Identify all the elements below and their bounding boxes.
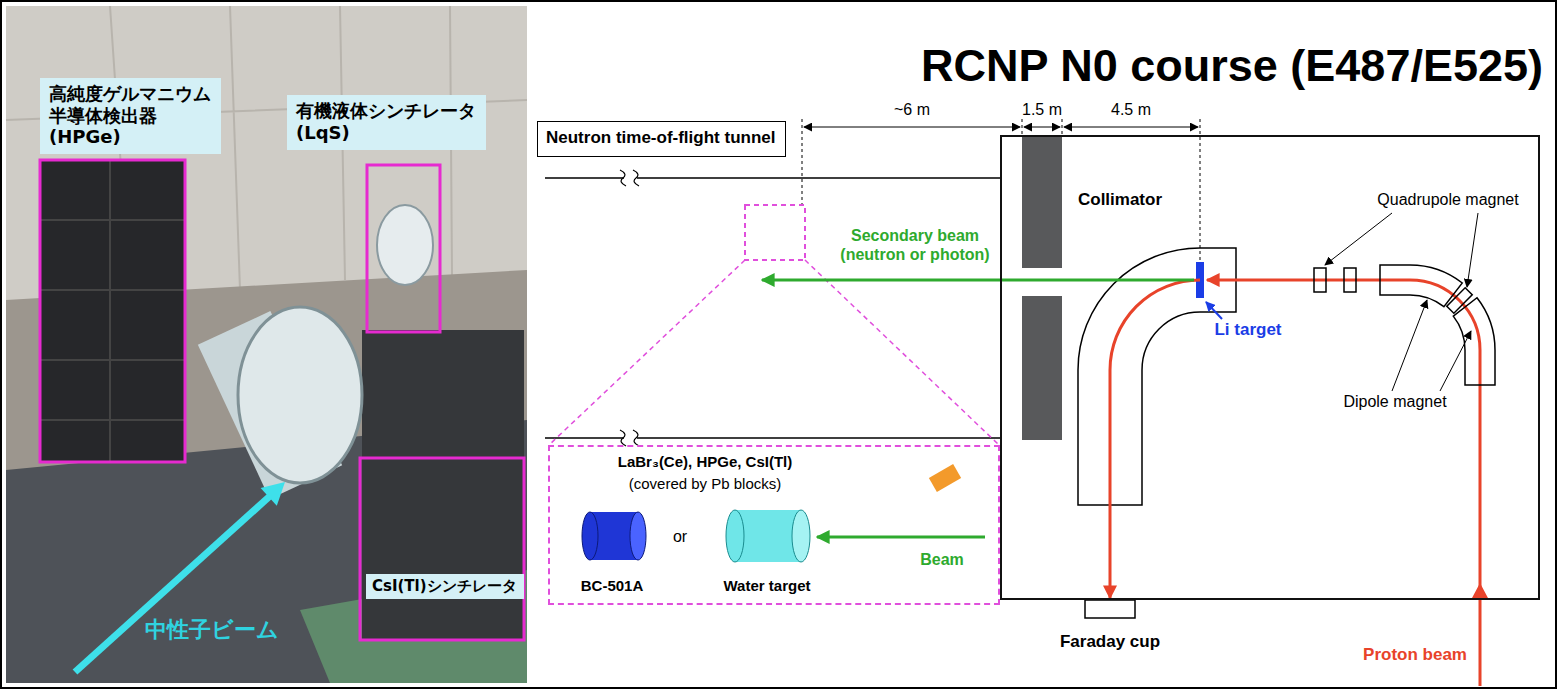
dimension-label: 1.5 m [1022, 100, 1062, 119]
experiment-photo [6, 6, 527, 683]
tunnel [545, 170, 1000, 446]
photo-csi-shield [362, 330, 524, 640]
photo-cylinder [238, 307, 362, 483]
photo-ground [6, 6, 527, 683]
text-holder: 中性子ビーム [145, 617, 279, 643]
part-label: LaBr₃(Ce), HPGe, CsI(Tl) [618, 453, 792, 471]
text-holder: Faraday cup [1060, 632, 1160, 652]
sweeper-magnet [1078, 248, 1236, 505]
beam-label: 中性子ビーム [145, 617, 279, 643]
leader-line [1325, 213, 1392, 265]
photo-lqs [377, 205, 433, 285]
text-holder: ~6 m [894, 100, 930, 119]
dimension-arrow [1064, 127, 1198, 128]
text-holder: BC-501A [581, 577, 644, 595]
water-end [726, 510, 744, 562]
leader-line [1467, 213, 1478, 287]
note-label: or [673, 527, 687, 546]
faraday-cup [1085, 600, 1135, 618]
neutron-beam-head [261, 482, 285, 506]
text-holder: LaBr₃(Ce), HPGe, CsI(Tl) [618, 453, 792, 471]
text-holder: Li target [1214, 320, 1281, 340]
photo-lead-blocks [40, 160, 185, 462]
text-holder: Collimator [1078, 190, 1162, 210]
part-label: BC-501A [581, 577, 644, 595]
water-body [735, 510, 801, 562]
beam-label: Proton beam [1363, 645, 1467, 665]
photo-lead-joints [40, 160, 185, 462]
bc501a-end [582, 512, 598, 560]
part-label: Water target [724, 577, 811, 595]
label-box: 高純度ゲルマニウム 半導体検出器(HPGe) [40, 78, 221, 154]
leader-line [1440, 331, 1471, 391]
text-holder: 4.5 m [1111, 100, 1151, 119]
part-label: Dipole magnet [1343, 392, 1446, 411]
beam-label: Secondary beam (neutron or photon) [828, 226, 1003, 264]
detector-spot [745, 205, 805, 260]
label-box: 有機液体シンチレータ (LqS) [287, 95, 486, 150]
dimension-arrow [1024, 127, 1060, 128]
proton-beam [1207, 280, 1480, 686]
beam-label: Beam [920, 550, 964, 569]
part-label: Collimator [1078, 190, 1162, 210]
dimension-label: 4.5 m [1111, 100, 1151, 119]
dimension-arrow [804, 127, 1020, 128]
text-holder: Quadrupole magnet [1377, 190, 1518, 209]
text-holder: Secondary beam (neutron or photon) [828, 226, 1003, 264]
text-holder: (covered by Pb blocks) [629, 475, 782, 493]
title: RCNP N0 course (E487/E525) [921, 39, 1543, 93]
detail-beam [817, 536, 985, 539]
part-label: Li target [1214, 320, 1281, 340]
water-face [792, 510, 810, 562]
text-holder: Water target [724, 577, 811, 595]
label-box: CsI(Tl)シンチレータ [366, 574, 524, 599]
collimator-block [1022, 296, 1062, 440]
proton-beam-head [1472, 583, 1488, 598]
neutron-beam-arrow [75, 496, 270, 672]
quadrupole [1314, 268, 1326, 292]
quadrupole [1344, 268, 1356, 292]
highlight-csi [360, 458, 524, 640]
text-holder: Dipole magnet [1343, 392, 1446, 411]
bc501a-face [630, 512, 646, 560]
highlight-lqs [367, 165, 440, 332]
photo-label: 有機液体シンチレータ (LqS) [296, 100, 476, 143]
text-holder: RCNP N0 course (E487/E525) [921, 39, 1543, 93]
leader-line [1392, 300, 1427, 391]
secondary-beam [762, 279, 1194, 282]
dimension-label: ~6 m [894, 100, 930, 119]
zoom-lines [549, 260, 999, 445]
room-outline: Collimator Li target Quadrupole magnetDipo… [1000, 135, 1540, 600]
text-holder: Proton beam [1363, 645, 1467, 665]
part-label: Faraday cup [1060, 632, 1160, 652]
quadrupole [1447, 288, 1472, 313]
photo-label: 高純度ゲルマニウム 半導体検出器(HPGe) [49, 83, 211, 148]
break-marks [620, 170, 639, 446]
photo-label: CsI(Tl)シンチレータ [372, 577, 518, 595]
highlight-hpge [40, 160, 185, 462]
text-holder: Beam [920, 550, 964, 569]
dipole [1453, 298, 1495, 385]
li-target-pointer [1206, 302, 1222, 319]
gamma-detector [929, 464, 961, 492]
swept-beam [1110, 280, 1200, 598]
part-label: Quadrupole magnet [1377, 190, 1518, 209]
text-holder: or [673, 527, 687, 546]
tunnel-box: Neutron time-of-flight tunnel [537, 121, 786, 157]
collimator-block [1022, 137, 1062, 268]
tunnel-walls [545, 178, 1000, 438]
note-label: (covered by Pb blocks) [629, 475, 782, 493]
dipole [1380, 265, 1462, 307]
text-holder: 1.5 m [1022, 100, 1062, 119]
detail-drawing [582, 464, 985, 562]
detail-box: LaBr₃(Ce), HPGe, CsI(Tl) (covered by Pb b… [548, 445, 1000, 605]
box-label: Neutron time-of-flight tunnel [546, 128, 777, 148]
